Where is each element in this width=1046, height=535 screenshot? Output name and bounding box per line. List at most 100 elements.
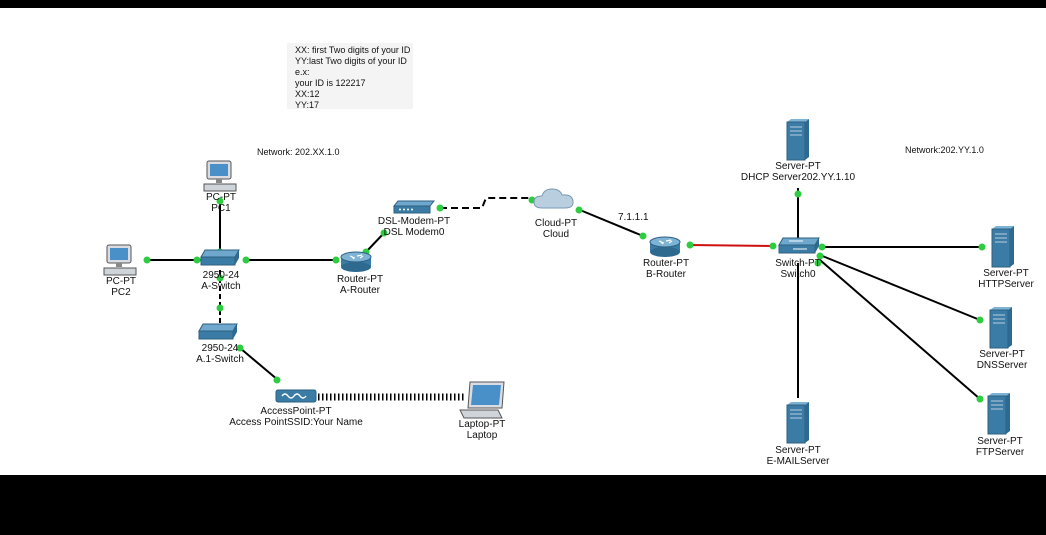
a-router-label: Router-PT A-Router (337, 274, 383, 296)
port-dot (242, 256, 250, 264)
device-name: Cloud (542, 229, 570, 240)
device-type: Router-PT (336, 274, 384, 285)
device-type: Server-PT (979, 349, 1025, 360)
network-label-left: Network: 202.XX.1.0 (257, 147, 340, 157)
note-line: XX: first Two digits of your ID (295, 45, 411, 55)
dsl-modem-label: DSL-Modem-PT DSL Modem0 (378, 216, 450, 238)
port-dot (818, 243, 826, 251)
note-line: YY:last Two digits of your ID (295, 56, 407, 66)
port-dot (436, 204, 444, 212)
port-dot (794, 190, 802, 198)
server-icon[interactable] (785, 118, 811, 162)
note-line: YY:17 (295, 100, 320, 110)
access-point-icon[interactable] (274, 386, 318, 406)
device-name: Access PointSSID:Your Name (229, 417, 363, 428)
port-dot (639, 232, 647, 240)
port-dot (193, 256, 201, 264)
port-dot (236, 344, 244, 352)
a-switch-label: 2950-24 A-Switch (201, 270, 240, 292)
device-type: PC-PT (106, 276, 136, 287)
port-dot (332, 256, 340, 264)
device-type: Router-PT (642, 258, 690, 269)
device-name: Laptop (466, 430, 498, 441)
port-dot (816, 252, 824, 260)
device-name: E-MAILServer (766, 456, 830, 467)
server-icon[interactable] (785, 401, 811, 445)
port-dot (380, 229, 388, 237)
port-dot (686, 241, 694, 249)
switch-icon[interactable] (777, 236, 821, 256)
cloud-icon[interactable] (532, 186, 578, 214)
device-name: PC2 (111, 287, 131, 298)
laptop-label: Laptop-PT Laptop (459, 419, 506, 441)
pc2-label: PC-PT PC2 (106, 276, 136, 298)
device-name: B-Router (645, 269, 686, 280)
port-dot (814, 259, 822, 267)
link-cloud-brouter (579, 209, 644, 237)
switch0-label: Switch-PT Switch0 (775, 258, 821, 280)
port-dot (216, 274, 224, 282)
device-name: Switch0 (780, 269, 816, 280)
server-icon[interactable] (990, 225, 1016, 269)
device-name: A-Router (339, 285, 380, 296)
link-switch0-dns (819, 254, 981, 321)
device-type: Server-PT (775, 445, 821, 456)
device-type: Cloud-PT (534, 218, 578, 229)
device-name: HTTPServer (978, 279, 1034, 290)
port-dot (575, 206, 583, 214)
pc-icon[interactable] (102, 244, 138, 278)
pc1-label: PC-PT PC1 (206, 192, 236, 214)
device-type: Server-PT (983, 268, 1029, 279)
device-type: Server-PT (977, 436, 1023, 447)
port-dot (216, 304, 224, 312)
pc-icon[interactable] (202, 160, 238, 194)
device-type: Server-PT (775, 161, 821, 172)
link-dsl-cloud (440, 197, 532, 209)
dsl-modem-icon[interactable] (392, 199, 436, 215)
switch-icon[interactable] (199, 248, 241, 268)
server-icon[interactable] (986, 392, 1012, 436)
server-icon[interactable] (988, 306, 1014, 350)
port-dot (143, 256, 151, 264)
port-dot (216, 197, 224, 205)
device-type: Switch-PT (775, 258, 821, 269)
device-type: DSL-Modem-PT (377, 216, 451, 227)
port-dot (273, 376, 281, 384)
link-arouter-dsl (365, 232, 385, 253)
b-router-label: Router-PT B-Router (643, 258, 689, 280)
port-dot (769, 242, 777, 250)
device-name: DHCP Server202.YY.1.10 (740, 172, 856, 183)
note-line: XX:12 (295, 89, 320, 99)
link-brouter-switch0 (689, 244, 774, 247)
device-type: 2950-24 (201, 343, 239, 354)
device-name: PC1 (211, 203, 231, 214)
dns-server-label: Server-PT DNSServer (977, 349, 1028, 371)
link-switch0-ftp (819, 259, 981, 400)
topology-canvas[interactable]: XX: first Two digits of your ID YY:last … (0, 8, 1046, 475)
ftp-server-label: Server-PT FTPServer (976, 436, 1024, 458)
device-name: A-Switch (201, 281, 241, 292)
port-dot (978, 243, 986, 251)
a1-switch-label: 2950-24 A.1-Switch (196, 343, 244, 365)
network-label-right: Network:202.YY.1.0 (905, 145, 984, 155)
link-ip-label: 7.1.1.1 (618, 212, 649, 223)
device-type: AccessPoint-PT (260, 406, 332, 417)
device-name: DNSServer (976, 360, 1028, 371)
device-name: FTPServer (975, 447, 1025, 458)
device-type: Laptop-PT (458, 419, 506, 430)
port-dot (976, 316, 984, 324)
dhcp-server-label: Server-PT DHCP Server202.YY.1.10 (741, 161, 855, 183)
email-server-label: Server-PT E-MAILServer (767, 445, 830, 467)
http-server-label: Server-PT HTTPServer (978, 268, 1034, 290)
access-point-label: AccessPoint-PT Access PointSSID:Your Nam… (229, 406, 363, 428)
router-icon[interactable] (647, 233, 683, 259)
bottom-bar (0, 475, 1046, 535)
switch-icon[interactable] (197, 322, 239, 342)
link-a1switch-ap (239, 347, 279, 381)
note-line: e.x: (295, 67, 310, 77)
cloud-label: Cloud-PT Cloud (535, 218, 577, 240)
router-icon[interactable] (338, 248, 374, 274)
laptop-icon[interactable] (458, 380, 506, 420)
device-type: 2950-24 (202, 270, 240, 281)
device-name: A.1-Switch (196, 354, 244, 365)
